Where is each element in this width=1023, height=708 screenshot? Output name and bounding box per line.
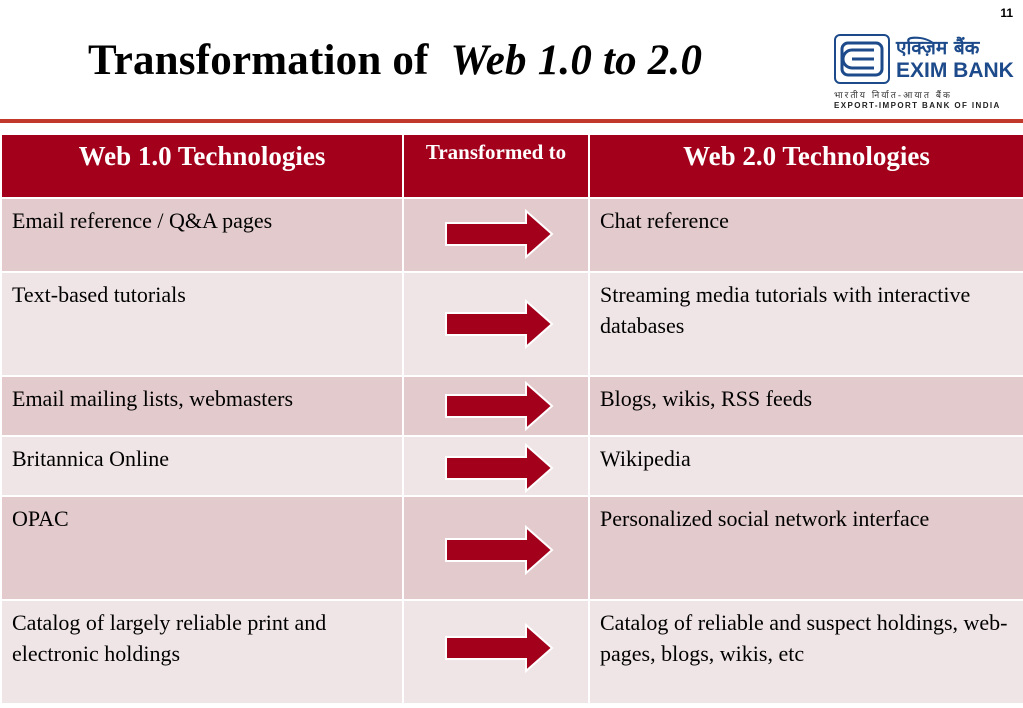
web1-cell: Email mailing lists, webmasters xyxy=(0,375,404,437)
comparison-table-container: Web 1.0 Technologies Transformed to Web … xyxy=(0,133,1023,705)
header-web1: Web 1.0 Technologies xyxy=(0,133,404,199)
comparison-table: Web 1.0 Technologies Transformed to Web … xyxy=(0,133,1023,705)
web2-cell: Streaming media tutorials with interacti… xyxy=(588,271,1023,377)
arrow-cell xyxy=(402,271,590,377)
web2-cell: Wikipedia xyxy=(588,435,1023,497)
web1-cell: Email reference / Q&A pages xyxy=(0,197,404,273)
header-web2: Web 2.0 Technologies xyxy=(588,133,1023,199)
title-part-1: Transformation of xyxy=(88,37,429,84)
logo-english-name: EXIM BANK xyxy=(896,59,1014,82)
arrow-cell xyxy=(402,495,590,601)
web2-cell: Personalized social network interface xyxy=(588,495,1023,601)
web2-cell: Chat reference xyxy=(588,197,1023,273)
table-row: OPAC Personalized social network interfa… xyxy=(0,495,1023,601)
arrow-cell xyxy=(402,599,590,705)
title-part-2: Web 1.0 to 2.0 xyxy=(450,37,703,84)
web2-cell: Blogs, wikis, RSS feeds xyxy=(588,375,1023,437)
exim-emblem-icon xyxy=(834,34,890,84)
table-row: Email mailing lists, webmasters Blogs, w… xyxy=(0,375,1023,437)
header-transformed: Transformed to xyxy=(402,133,590,199)
right-arrow-icon xyxy=(445,443,554,493)
table-row: Catalog of largely reliable print and el… xyxy=(0,599,1023,705)
right-arrow-icon xyxy=(445,381,554,431)
table-header-row: Web 1.0 Technologies Transformed to Web … xyxy=(0,133,1023,199)
right-arrow-icon xyxy=(445,299,554,349)
logo-hindi-subtitle: भारतीय निर्यात-आयात बैंक xyxy=(834,91,952,101)
title-divider xyxy=(0,119,1023,123)
web1-cell: Text-based tutorials xyxy=(0,271,404,377)
table-row: Text-based tutorials Streaming media tut… xyxy=(0,271,1023,377)
slide-number: 11 xyxy=(1000,6,1013,20)
web1-cell: Catalog of largely reliable print and el… xyxy=(0,599,404,705)
right-arrow-icon xyxy=(445,525,554,575)
page-title: Transformation of Web 1.0 to 2.0 xyxy=(88,36,702,85)
arrow-cell xyxy=(402,375,590,437)
arrow-cell xyxy=(402,435,590,497)
web1-cell: OPAC xyxy=(0,495,404,601)
logo-english-subtitle: EXPORT-IMPORT BANK OF INDIA xyxy=(834,101,1001,110)
web1-cell: Britannica Online xyxy=(0,435,404,497)
table-row: Email reference / Q&A pages Chat referen… xyxy=(0,197,1023,273)
right-arrow-icon xyxy=(445,209,554,259)
table-row: Britannica Online Wikipedia xyxy=(0,435,1023,497)
right-arrow-icon xyxy=(445,623,554,673)
web2-cell: Catalog of reliable and suspect holdings… xyxy=(588,599,1023,705)
arrow-cell xyxy=(402,197,590,273)
logo-hindi-name: एक्ज़िम बैंक xyxy=(896,37,980,59)
exim-bank-logo: एक्ज़िम बैंक EXIM BANK भारतीय निर्यात-आय… xyxy=(832,32,1014,112)
